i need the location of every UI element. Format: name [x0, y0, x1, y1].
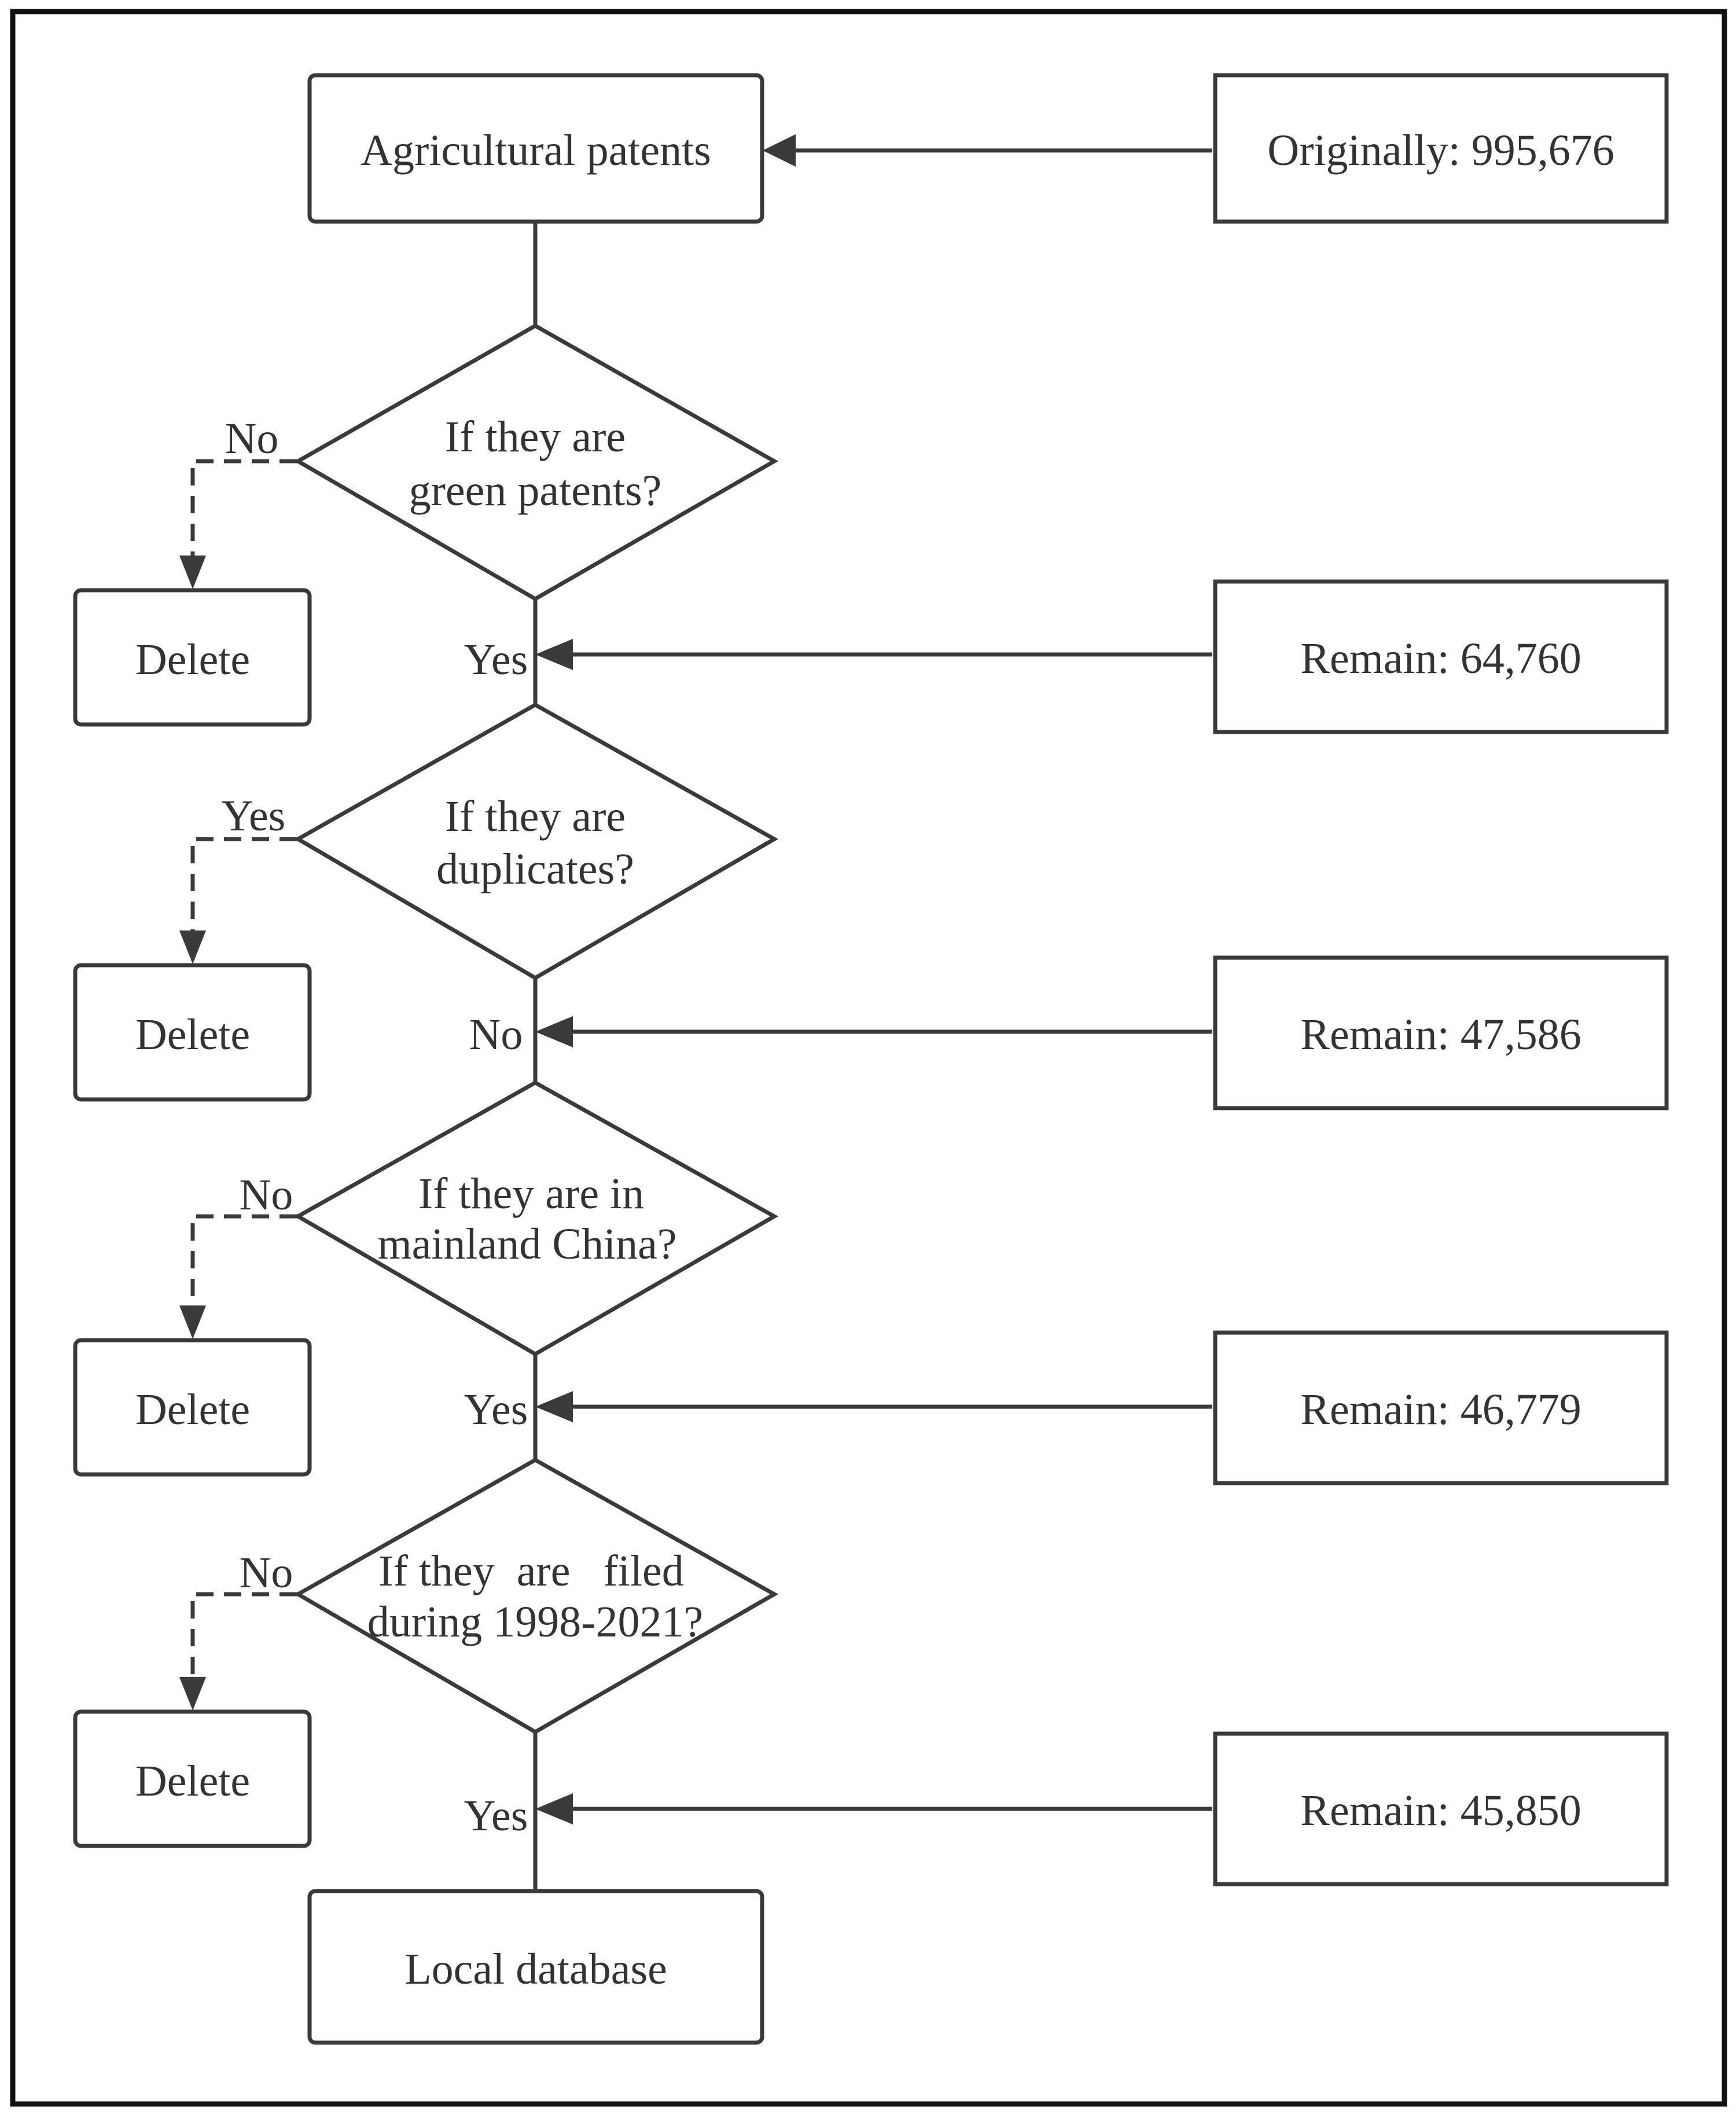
- decision-duplicates-line2: duplicates?: [436, 845, 634, 893]
- remain-label-2: Remain: 47,586: [1300, 1010, 1581, 1059]
- start-label: Agricultural patents: [361, 126, 711, 175]
- delete-box-3: [73, 1338, 312, 1477]
- end-label: Local database: [404, 1945, 667, 1993]
- arrow-remain2-head: [535, 1016, 573, 1047]
- branch-d1-head: [179, 556, 206, 589]
- decision-china-line2: mainland China?: [377, 1220, 676, 1268]
- end-box: [307, 1889, 764, 2045]
- decision-filing-line2: during 1998-2021?: [367, 1598, 703, 1646]
- edge-label-d2-continue: No: [469, 1010, 523, 1059]
- delete-box-4: [73, 1709, 312, 1848]
- decision-filing-period: [293, 1457, 779, 1735]
- remain-box-4: [1213, 1731, 1669, 1886]
- edge-label-d1-branch: No: [225, 414, 279, 463]
- branch-d4-dashed: [190, 1592, 297, 1680]
- decision-china-line1: If they are in: [418, 1169, 644, 1218]
- decision-filing-line1: If they are filed: [378, 1547, 684, 1595]
- decision-green-line1: If they are: [445, 413, 626, 461]
- edge-label-d4-branch: No: [240, 1548, 293, 1597]
- branch-d3-dashed: [190, 1214, 297, 1308]
- branch-d3-head: [179, 1305, 206, 1339]
- remain-box-3: [1213, 1330, 1669, 1485]
- delete-label-1: Delete: [135, 635, 250, 684]
- remain-box-1: [1213, 579, 1669, 734]
- remain-label-4: Remain: 45,850: [1300, 1786, 1581, 1835]
- delete-box-2: [73, 963, 312, 1102]
- originally-box: [1213, 73, 1669, 224]
- branch-d4-head: [179, 1677, 206, 1711]
- branch-d2-head: [179, 930, 206, 964]
- delete-label-3: Delete: [135, 1385, 250, 1434]
- edge-label-d4-continue: Yes: [464, 1792, 528, 1840]
- originally-label: Originally: 995,676: [1267, 126, 1614, 175]
- remain-label-1: Remain: 64,760: [1300, 634, 1581, 683]
- arrow-originally-head: [763, 134, 796, 167]
- decision-mainland-china: [293, 1080, 779, 1357]
- edge-label-d1-continue: Yes: [464, 635, 528, 684]
- decision-green-line2: green patents?: [409, 466, 662, 515]
- decision-duplicates: [293, 702, 779, 981]
- branch-d1-dashed: [190, 459, 297, 558]
- decision-duplicates-line1: If they are: [445, 792, 626, 841]
- arrow-remain3-head: [535, 1391, 573, 1422]
- remain-label-3: Remain: 46,779: [1300, 1385, 1581, 1434]
- outer-frame: [10, 9, 1727, 2107]
- edge-label-d2-branch: Yes: [222, 792, 286, 840]
- decision-green-patents: [293, 323, 779, 602]
- remain-box-2: [1213, 955, 1669, 1110]
- start-box: [307, 73, 764, 224]
- arrow-remain1-head: [535, 639, 573, 670]
- delete-box-1: [73, 588, 312, 727]
- delete-label-4: Delete: [135, 1757, 250, 1805]
- branch-d2-dashed: [190, 837, 297, 933]
- arrow-remain4-head: [535, 1793, 573, 1825]
- delete-label-2: Delete: [135, 1010, 250, 1059]
- edge-label-d3-continue: Yes: [464, 1385, 528, 1434]
- edge-label-d3-branch: No: [240, 1171, 293, 1219]
